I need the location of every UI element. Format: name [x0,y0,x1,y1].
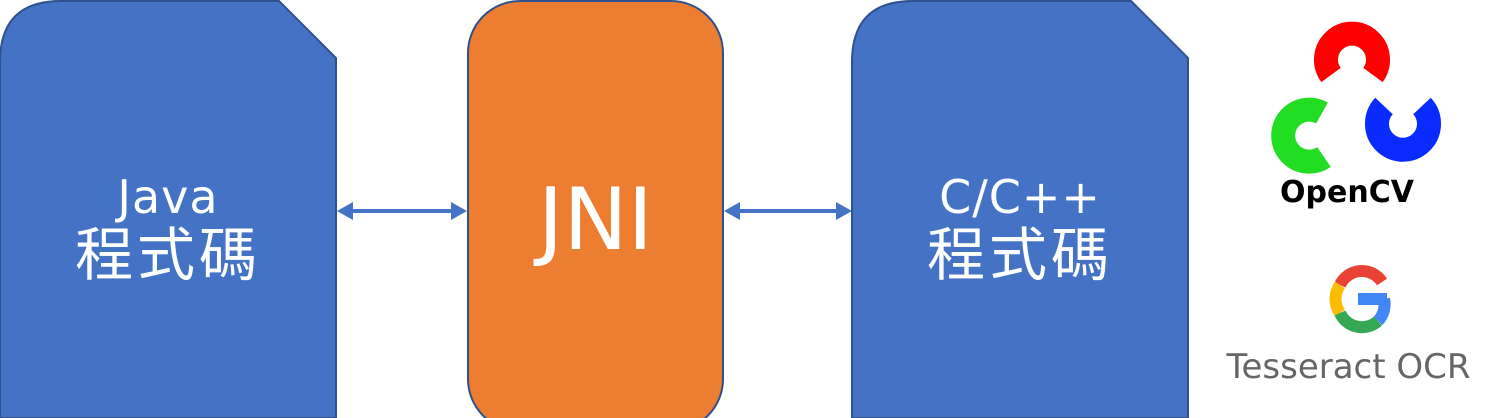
arrow-java-jni [337,202,467,220]
tesseract-label: Tesseract OCR [1226,347,1471,387]
cpp-box [851,0,1189,418]
cpp-box-label: C/C++ 程式碼 [852,155,1188,305]
java-box [0,0,337,418]
jni-label: JNI [537,169,654,270]
google-g-icon [1329,265,1391,334]
opencv-logo-icon [1271,21,1441,174]
java-label: Java [117,169,219,224]
jni-box [467,0,724,418]
java-code-label: 程式碼 [74,221,261,290]
cpp-code-label: 程式碼 [926,221,1113,290]
cpp-label: C/C++ [939,169,1101,224]
arrow-jni-cpp [724,202,852,220]
java-box-label: Java 程式碼 [0,155,336,305]
opencv-label: OpenCV [1280,175,1414,210]
